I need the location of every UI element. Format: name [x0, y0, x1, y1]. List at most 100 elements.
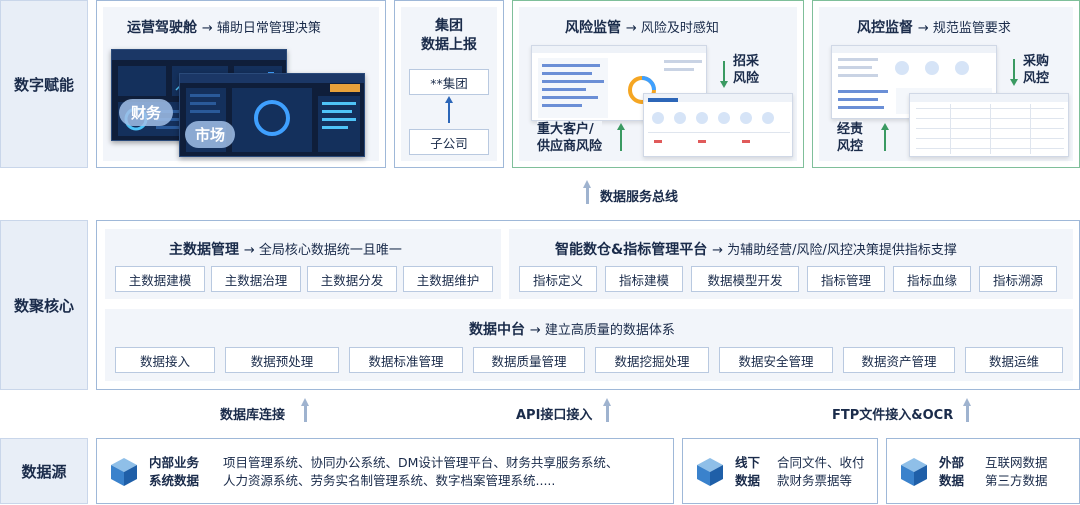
arrow-up-icon [603, 398, 611, 406]
data-middle-item: 数据预处理 [225, 347, 339, 373]
risk-control-subtitle: → 规范监管要求 [917, 21, 1011, 36]
report-arrow-icon [445, 96, 453, 103]
indicator-item: 指标血缘 [893, 266, 971, 292]
indicator-item-label: 指标血缘 [906, 272, 957, 288]
ingest-db-label: 数据库连接 [220, 404, 285, 423]
internal-source-name-line2: 系统数据 [149, 473, 200, 488]
master-data-item: 主数据分发 [307, 266, 397, 292]
risk-screenshot-2 [643, 93, 793, 157]
finance-label-text: 财务 [131, 104, 162, 122]
major-risk-label: 重大客户/ 供应商风险 [537, 121, 603, 155]
master-data-panel: 主数据管理 → 全局核心数据统一且唯一 主数据建模 主数据治理 主数据分发 主数… [105, 229, 501, 299]
group-report-title: 集团 数据上报 [395, 17, 503, 55]
master-data-title: 主数据管理 → 全局核心数据统一且唯一 [169, 239, 402, 259]
control-screenshot-graphic [910, 94, 1068, 154]
internal-source-desc-line1: 项目管理系统、协同办公系统、DM设计管理平台、财务共享服务系统、 [223, 455, 619, 470]
indicator-platform-title-text: 智能数仓&指标管理平台 [555, 242, 708, 258]
purchase-risk-label-line2: 风控 [1023, 71, 1050, 86]
risk-screenshot-graphic [644, 94, 792, 143]
offline-source-desc-line1: 合同文件、收付 [777, 455, 865, 470]
indicator-item: 数据模型开发 [691, 266, 799, 292]
risk-supervision-card: 风险监管 → 风险及时感知 [512, 0, 804, 168]
ingest-api-label: API接口接入 [516, 404, 592, 423]
offline-source-name-line2: 数据 [735, 473, 761, 488]
offline-source-card: 线下 数据 合同文件、收付 款财务票据等 [682, 438, 878, 504]
cube-icon [901, 458, 927, 486]
indicator-item-label: 数据模型开发 [707, 272, 783, 288]
master-data-subtitle: → 全局核心数据统一且唯一 [243, 243, 402, 258]
data-middle-item: 数据资产管理 [843, 347, 955, 373]
group-report-title-line1: 集团 [435, 18, 463, 34]
indicator-item-label: 指标定义 [532, 272, 583, 288]
master-data-item: 主数据建模 [115, 266, 205, 292]
market-label-text: 市场 [195, 126, 226, 144]
risk-control-card: 风控监督 → 规范监管要求 [812, 0, 1080, 168]
master-data-item: 主数据维护 [403, 266, 493, 292]
data-middle-item-label: 数据预处理 [250, 353, 314, 369]
external-source-name-line2: 数据 [939, 473, 965, 488]
internal-source-card: 内部业务 系统数据 项目管理系统、协同办公系统、DM设计管理平台、财务共享服务系… [96, 438, 674, 504]
data-middle-item: 数据标准管理 [349, 347, 463, 373]
data-middle-item-label: 数据质量管理 [491, 353, 567, 369]
finance-label: 财务 [119, 99, 174, 126]
market-label: 市场 [185, 121, 236, 148]
indicator-item-label: 指标建模 [618, 272, 669, 288]
data-middle-item-label: 数据运维 [988, 353, 1039, 369]
external-source-name: 外部 数据 [939, 454, 964, 490]
data-middle-item: 数据挖掘处理 [595, 347, 709, 373]
data-middle-item-label: 数据接入 [139, 353, 190, 369]
arrow-down-icon [1010, 79, 1018, 86]
cockpit-card: 运营驾驶舱 → 辅助日常管理决策 财务 [96, 0, 386, 168]
data-core-frame: 主数据管理 → 全局核心数据统一且唯一 主数据建模 主数据治理 主数据分发 主数… [96, 220, 1080, 390]
arrow-up-icon [583, 180, 591, 188]
procurement-arrow-shaft [723, 61, 725, 83]
indicator-platform-subtitle: → 为辅助经营/风险/风控决策提供指标支撑 [712, 243, 957, 258]
control-screenshot-2 [909, 93, 1069, 157]
purchase-risk-label: 采购 风控 [1023, 53, 1049, 87]
internal-source-name-line1: 内部业务 [149, 455, 200, 470]
master-data-item-label: 主数据治理 [224, 272, 288, 288]
report-arrow-shaft [448, 101, 450, 123]
market-dashboard-image [179, 73, 365, 157]
indicator-item: 指标溯源 [979, 266, 1057, 292]
mgmt-risk-label: 经责 风控 [837, 121, 864, 155]
group-report-card: 集团 数据上报 **集团 子公司 [394, 0, 504, 168]
procurement-risk-label-line2: 风险 [733, 71, 760, 86]
risk-screenshot-1 [531, 45, 707, 121]
procurement-risk-label-line1: 招采 [733, 54, 760, 69]
master-data-item-label: 主数据建模 [128, 272, 192, 288]
cube-icon [111, 458, 137, 486]
data-middle-item-label: 数据挖掘处理 [614, 353, 690, 369]
internal-source-desc-line2: 人力资源系统、劳务实名制管理系统、数字档案管理系统..... [223, 473, 556, 488]
data-middle-item: 数据运维 [965, 347, 1063, 373]
ingest-ftp-text: FTP文件接入&OCR [832, 408, 954, 423]
cockpit-subtitle: → 辅助日常管理决策 [201, 21, 321, 36]
data-middle-panel: 数据中台 → 建立高质量的数据体系 数据接入 数据预处理 数据标准管理 数据质量… [105, 309, 1073, 381]
internal-source-desc: 项目管理系统、协同办公系统、DM设计管理平台、财务共享服务系统、 人力资源系统、… [223, 454, 618, 490]
indicator-platform-title: 智能数仓&指标管理平台 → 为辅助经营/风险/风控决策提供指标支撑 [555, 239, 957, 259]
external-source-desc-line1: 互联网数据 [985, 455, 1048, 470]
arrow-up-icon [963, 398, 971, 406]
arrow-up-icon [881, 123, 889, 130]
risk-supervision-subtitle: → 风险及时感知 [625, 21, 719, 36]
arrow-down-icon [720, 81, 728, 88]
layer-label-digital-empowerment: 数字赋能 [0, 0, 88, 168]
master-data-item: 主数据治理 [211, 266, 301, 292]
data-middle-item: 数据接入 [115, 347, 215, 373]
major-risk-label-line1: 重大客户/ [537, 122, 594, 137]
data-middle-item: 数据安全管理 [719, 347, 833, 373]
layer-label-text: 数聚核心 [13, 296, 74, 315]
group-box: **集团 [409, 69, 489, 95]
purchase-risk-label-line1: 采购 [1023, 54, 1050, 69]
indicator-item-label: 指标管理 [820, 272, 871, 288]
layer-label-text: 数据源 [21, 462, 67, 481]
risk-control-title: 风控监督 → 规范监管要求 [857, 17, 1011, 37]
risk-control-title-text: 风控监督 [857, 20, 913, 36]
layer-label-data-source: 数据源 [0, 438, 88, 504]
data-middle-item-label: 数据标准管理 [368, 353, 444, 369]
external-source-card: 外部 数据 互联网数据 第三方数据 [886, 438, 1080, 504]
indicator-item: 指标建模 [605, 266, 683, 292]
subsidiary-box-text: 子公司 [430, 135, 468, 151]
data-middle-item-label: 数据资产管理 [861, 353, 937, 369]
ingest-ftp-arrow-shaft [966, 404, 969, 422]
